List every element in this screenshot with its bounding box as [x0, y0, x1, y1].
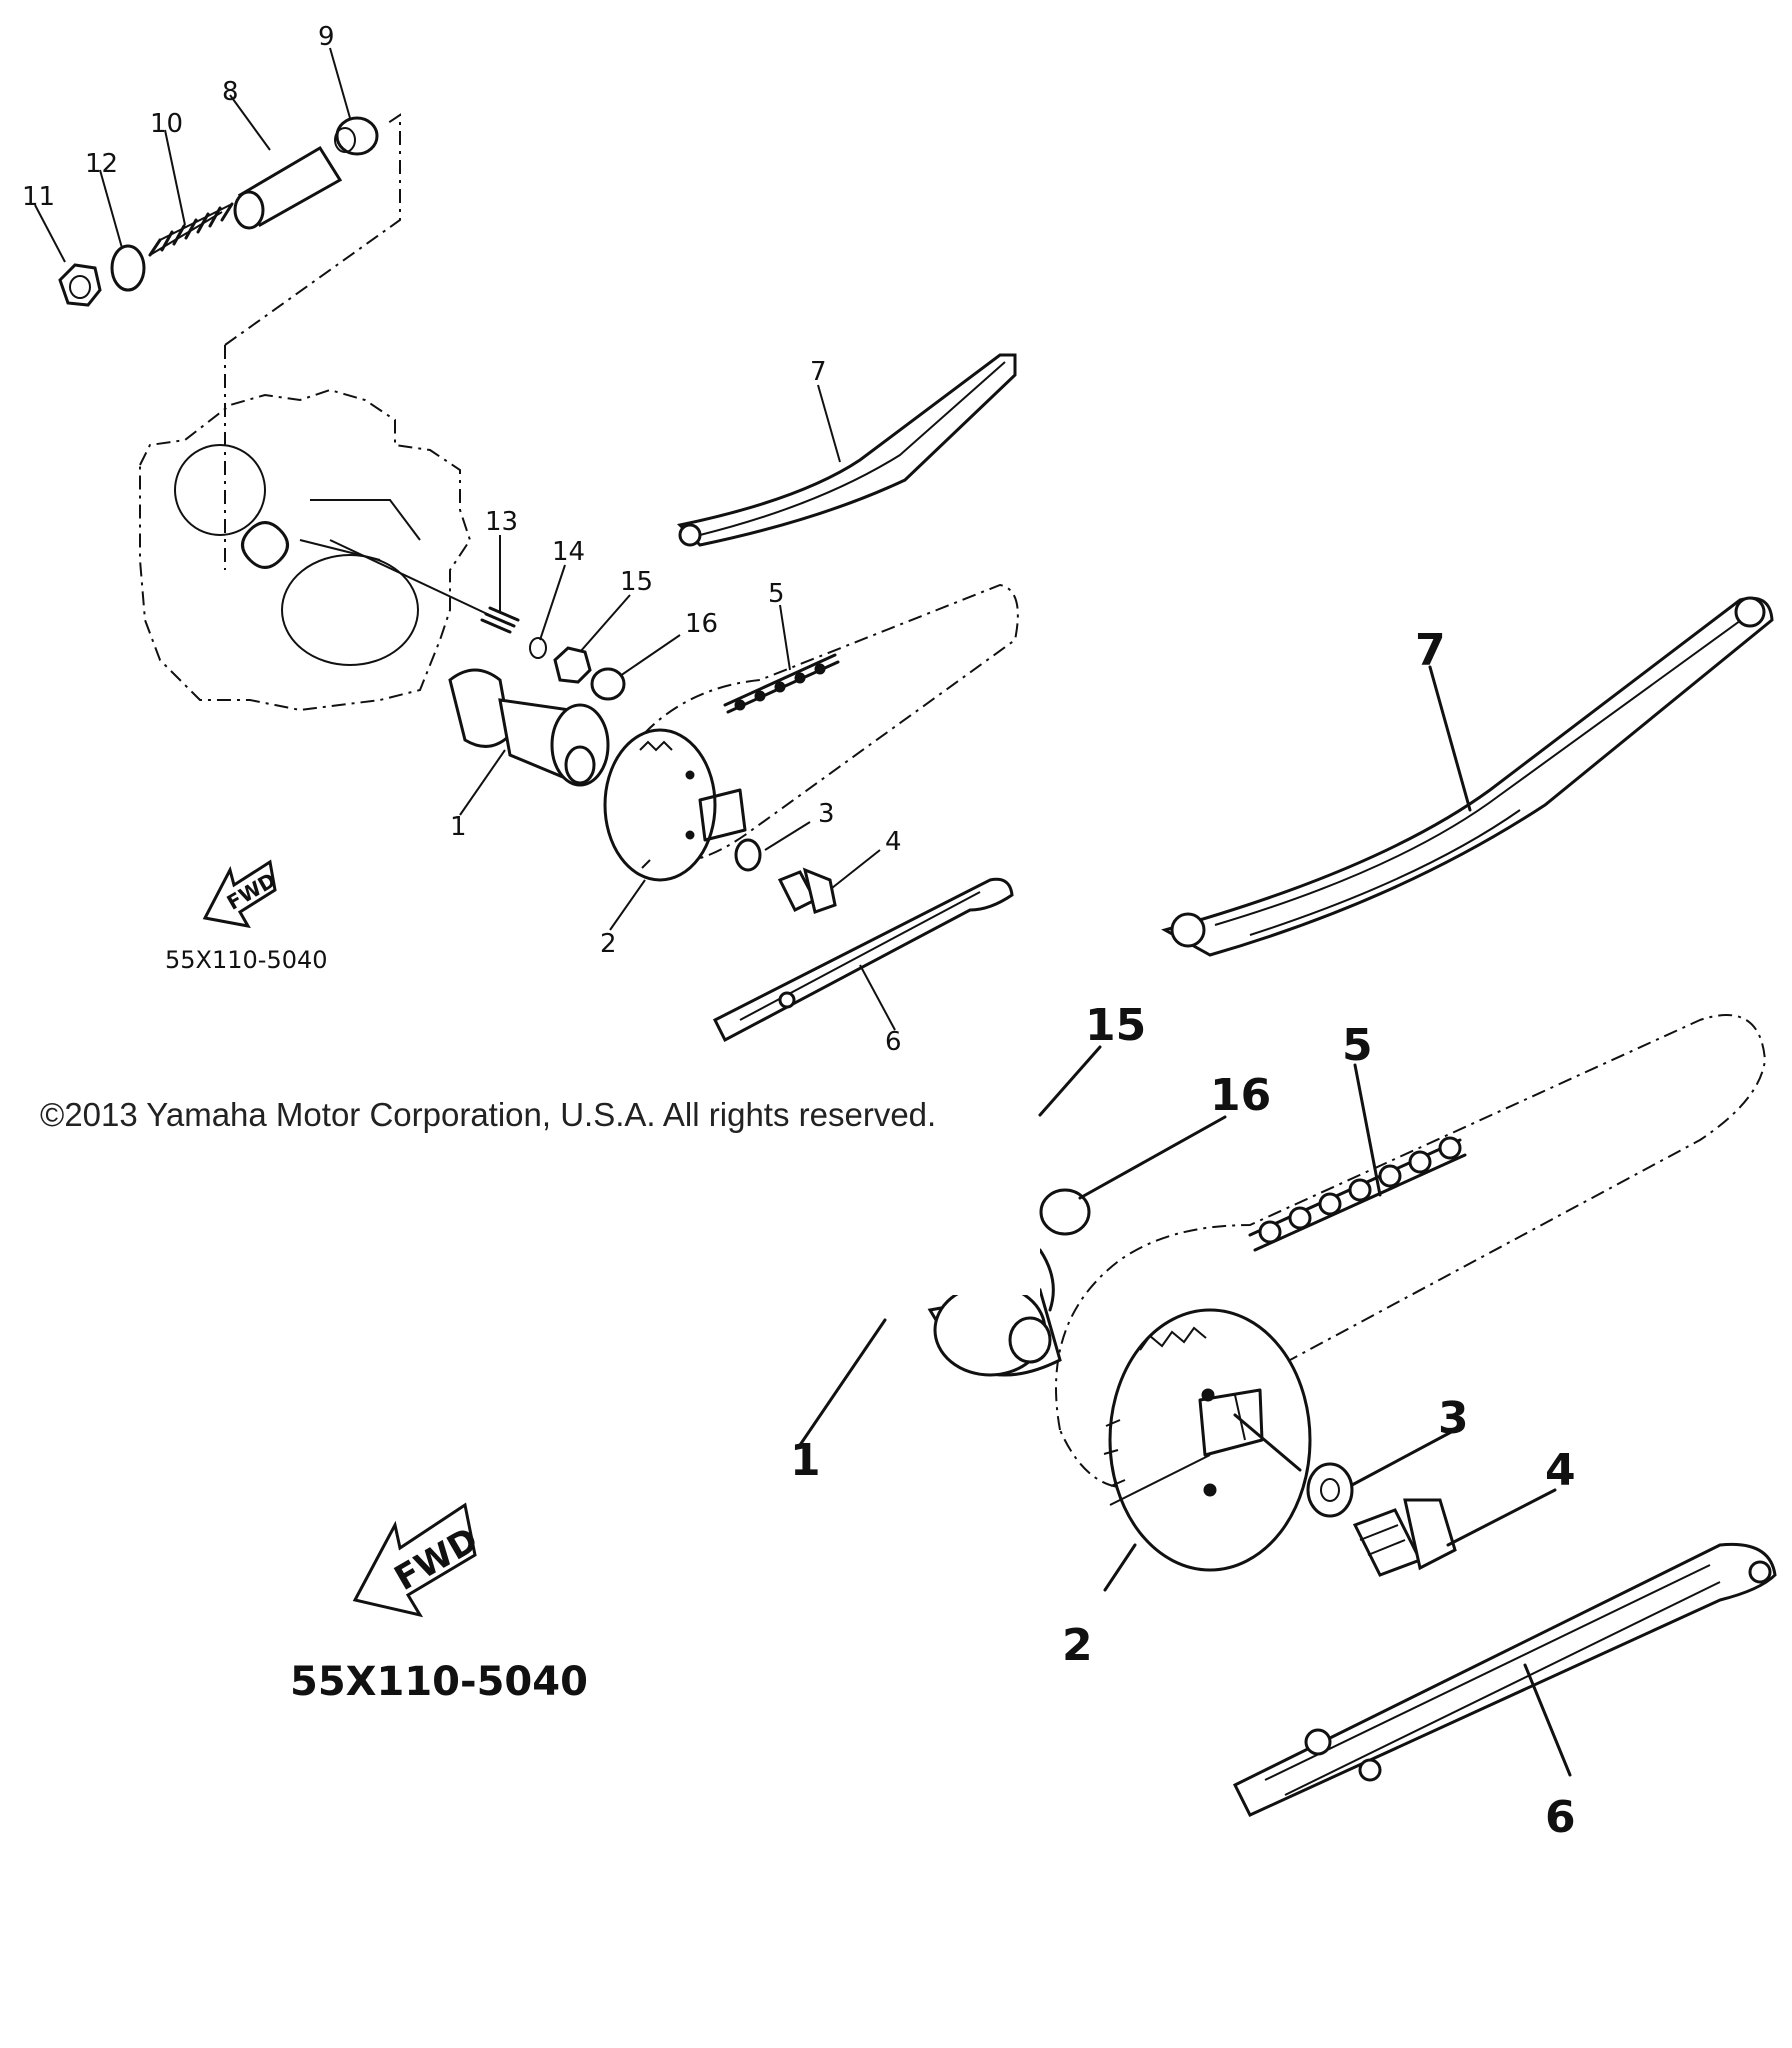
head-boss: [241, 521, 289, 569]
part-5-chain-links-large: [1248, 1136, 1467, 1252]
part-11-cap-nut: [58, 263, 102, 307]
part-5-cam-chain: [607, 583, 1019, 863]
fwd-arrow-icon-small: FWD: [202, 859, 280, 929]
label-part-10-small: 10: [150, 109, 183, 139]
label-part-16-small: 16: [685, 609, 718, 639]
overlap-mask: [870, 1110, 1040, 1295]
label-part-16-large: 16: [1210, 1070, 1271, 1121]
small-part-numbers: 9 8 10 12 11 13 14 15 16 5 7 1 3 4 2 6: [22, 22, 902, 1057]
label-part-12-small: 12: [85, 149, 118, 179]
fwd-arrow-icon-large: FWD: [352, 1502, 485, 1618]
small-diagram: 9 8 10 12 11 13 14 15 16 5 7 1 3 4 2 6 F…: [22, 22, 1019, 1057]
head-port-lower: [281, 554, 419, 666]
label-part-2-large: 2: [1062, 1620, 1093, 1671]
head-rib: [299, 499, 421, 561]
label-part-5-small: 5: [768, 579, 785, 609]
part-2-cam-sprocket-large: [1103, 1308, 1312, 1572]
part-12-washer: [110, 244, 146, 292]
label-part-6-small: 6: [885, 1027, 902, 1057]
part-9-cap: [334, 116, 379, 156]
part-5-cam-chain-large: [1055, 1014, 1767, 1489]
label-part-7-small: 7: [810, 357, 827, 387]
part-8-tensioner-body: [233, 145, 343, 230]
label-part-15-small: 15: [620, 567, 653, 597]
label-part-3-large: 3: [1438, 1393, 1469, 1444]
part-16-cap: [590, 667, 626, 701]
catalog-code-small: 55X110-5040: [165, 946, 328, 974]
label-part-6-large: 6: [1545, 1792, 1576, 1843]
label-part-13-small: 13: [485, 507, 518, 537]
part-6-chain-guide-lower: [712, 877, 1014, 1043]
part-15-nut: [553, 646, 592, 684]
cylinder-head-outline: [139, 388, 472, 712]
part-14-o-ring: [529, 637, 547, 659]
large-leader-lines: [798, 665, 1572, 1777]
enlarged-diagram: 15 16 5 7 1 3 4 2 6 FWD 55X110-5040: [290, 596, 1777, 1843]
label-part-4-small: 4: [885, 827, 902, 857]
label-part-7-large: 7: [1415, 625, 1446, 676]
label-part-1-large: 1: [790, 1435, 821, 1486]
tensioner-guide-line: [224, 113, 401, 570]
part-4-bolt-large: [1352, 1498, 1457, 1577]
part-3-washer-large: [1306, 1462, 1354, 1518]
part-1-camshaft-large: [927, 1248, 1062, 1377]
large-part-numbers: 15 16 5 7 1 3 4 2 6: [790, 625, 1576, 1843]
part-2-cam-sprocket: [603, 728, 747, 882]
label-part-8-small: 8: [222, 77, 239, 107]
label-part-5-large: 5: [1342, 1020, 1373, 1071]
label-part-11-small: 11: [22, 182, 55, 212]
copyright-notice: ©2013 Yamaha Motor Corporation, U.S.A. A…: [40, 1096, 937, 1133]
part-7-chain-guide-upper: [676, 353, 1017, 547]
label-part-3-small: 3: [818, 799, 835, 829]
part-1-camshaft: [448, 668, 610, 787]
part-13-leader-line: [329, 539, 501, 621]
label-part-1-small: 1: [450, 812, 467, 842]
part-5-chain-links: [723, 653, 840, 714]
part-10-spring: [148, 202, 234, 257]
small-leader-lines: [34, 47, 896, 1031]
part-4-bolt: [777, 867, 837, 914]
label-part-4-large: 4: [1545, 1445, 1576, 1496]
label-part-2-small: 2: [600, 929, 617, 959]
label-part-9-small: 9: [318, 22, 335, 52]
part-7-chain-guide-upper-large: [1161, 596, 1774, 957]
label-part-15-large: 15: [1085, 1000, 1146, 1051]
catalog-code-large: 55X110-5040: [290, 1659, 588, 1705]
label-part-14-small: 14: [552, 537, 585, 567]
part-6-chain-guide-lower-large: [1232, 1542, 1777, 1817]
head-port-upper: [174, 444, 266, 536]
part-3-washer: [734, 838, 762, 872]
part-16-cap-large: [1039, 1188, 1091, 1236]
